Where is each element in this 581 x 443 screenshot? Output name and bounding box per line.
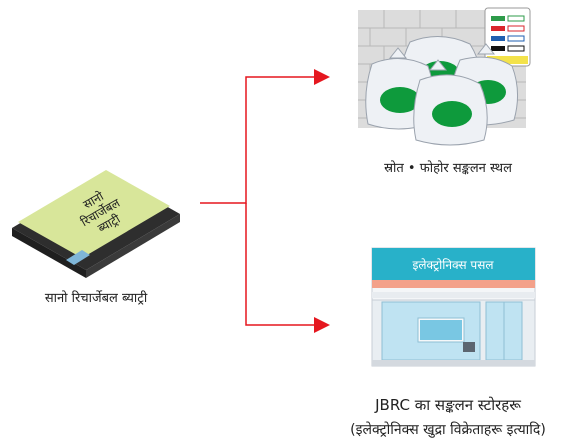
arrowhead-top <box>314 69 330 85</box>
jbrc-caption-line1: JBRC का सङ्कलन स्टोरहरू <box>374 396 521 414</box>
battery-icon: सानो रिचार्जेबल ब्याट्री <box>12 170 180 278</box>
battery-caption: सानो रिचार्जेबल ब्याट्री <box>45 290 148 306</box>
electronics-store-icon: इलेक्ट्रोनिक्स पसल <box>371 247 536 367</box>
connector-line <box>200 76 316 204</box>
jbrc-caption-line2: (इलेक्ट्रोनिक्स खुद्रा विक्रेताहरू इत्या… <box>350 421 546 438</box>
flow-arrows <box>200 76 316 326</box>
arrowhead-bottom <box>314 317 330 333</box>
store-sign-text: इलेक्ट्रोनिक्स पसल <box>413 258 495 272</box>
garbage-bags-icon <box>358 7 531 146</box>
collection-site-caption: स्रोत • फोहोर सङ्कलन स्थल <box>384 160 512 176</box>
connector-line <box>245 203 316 326</box>
